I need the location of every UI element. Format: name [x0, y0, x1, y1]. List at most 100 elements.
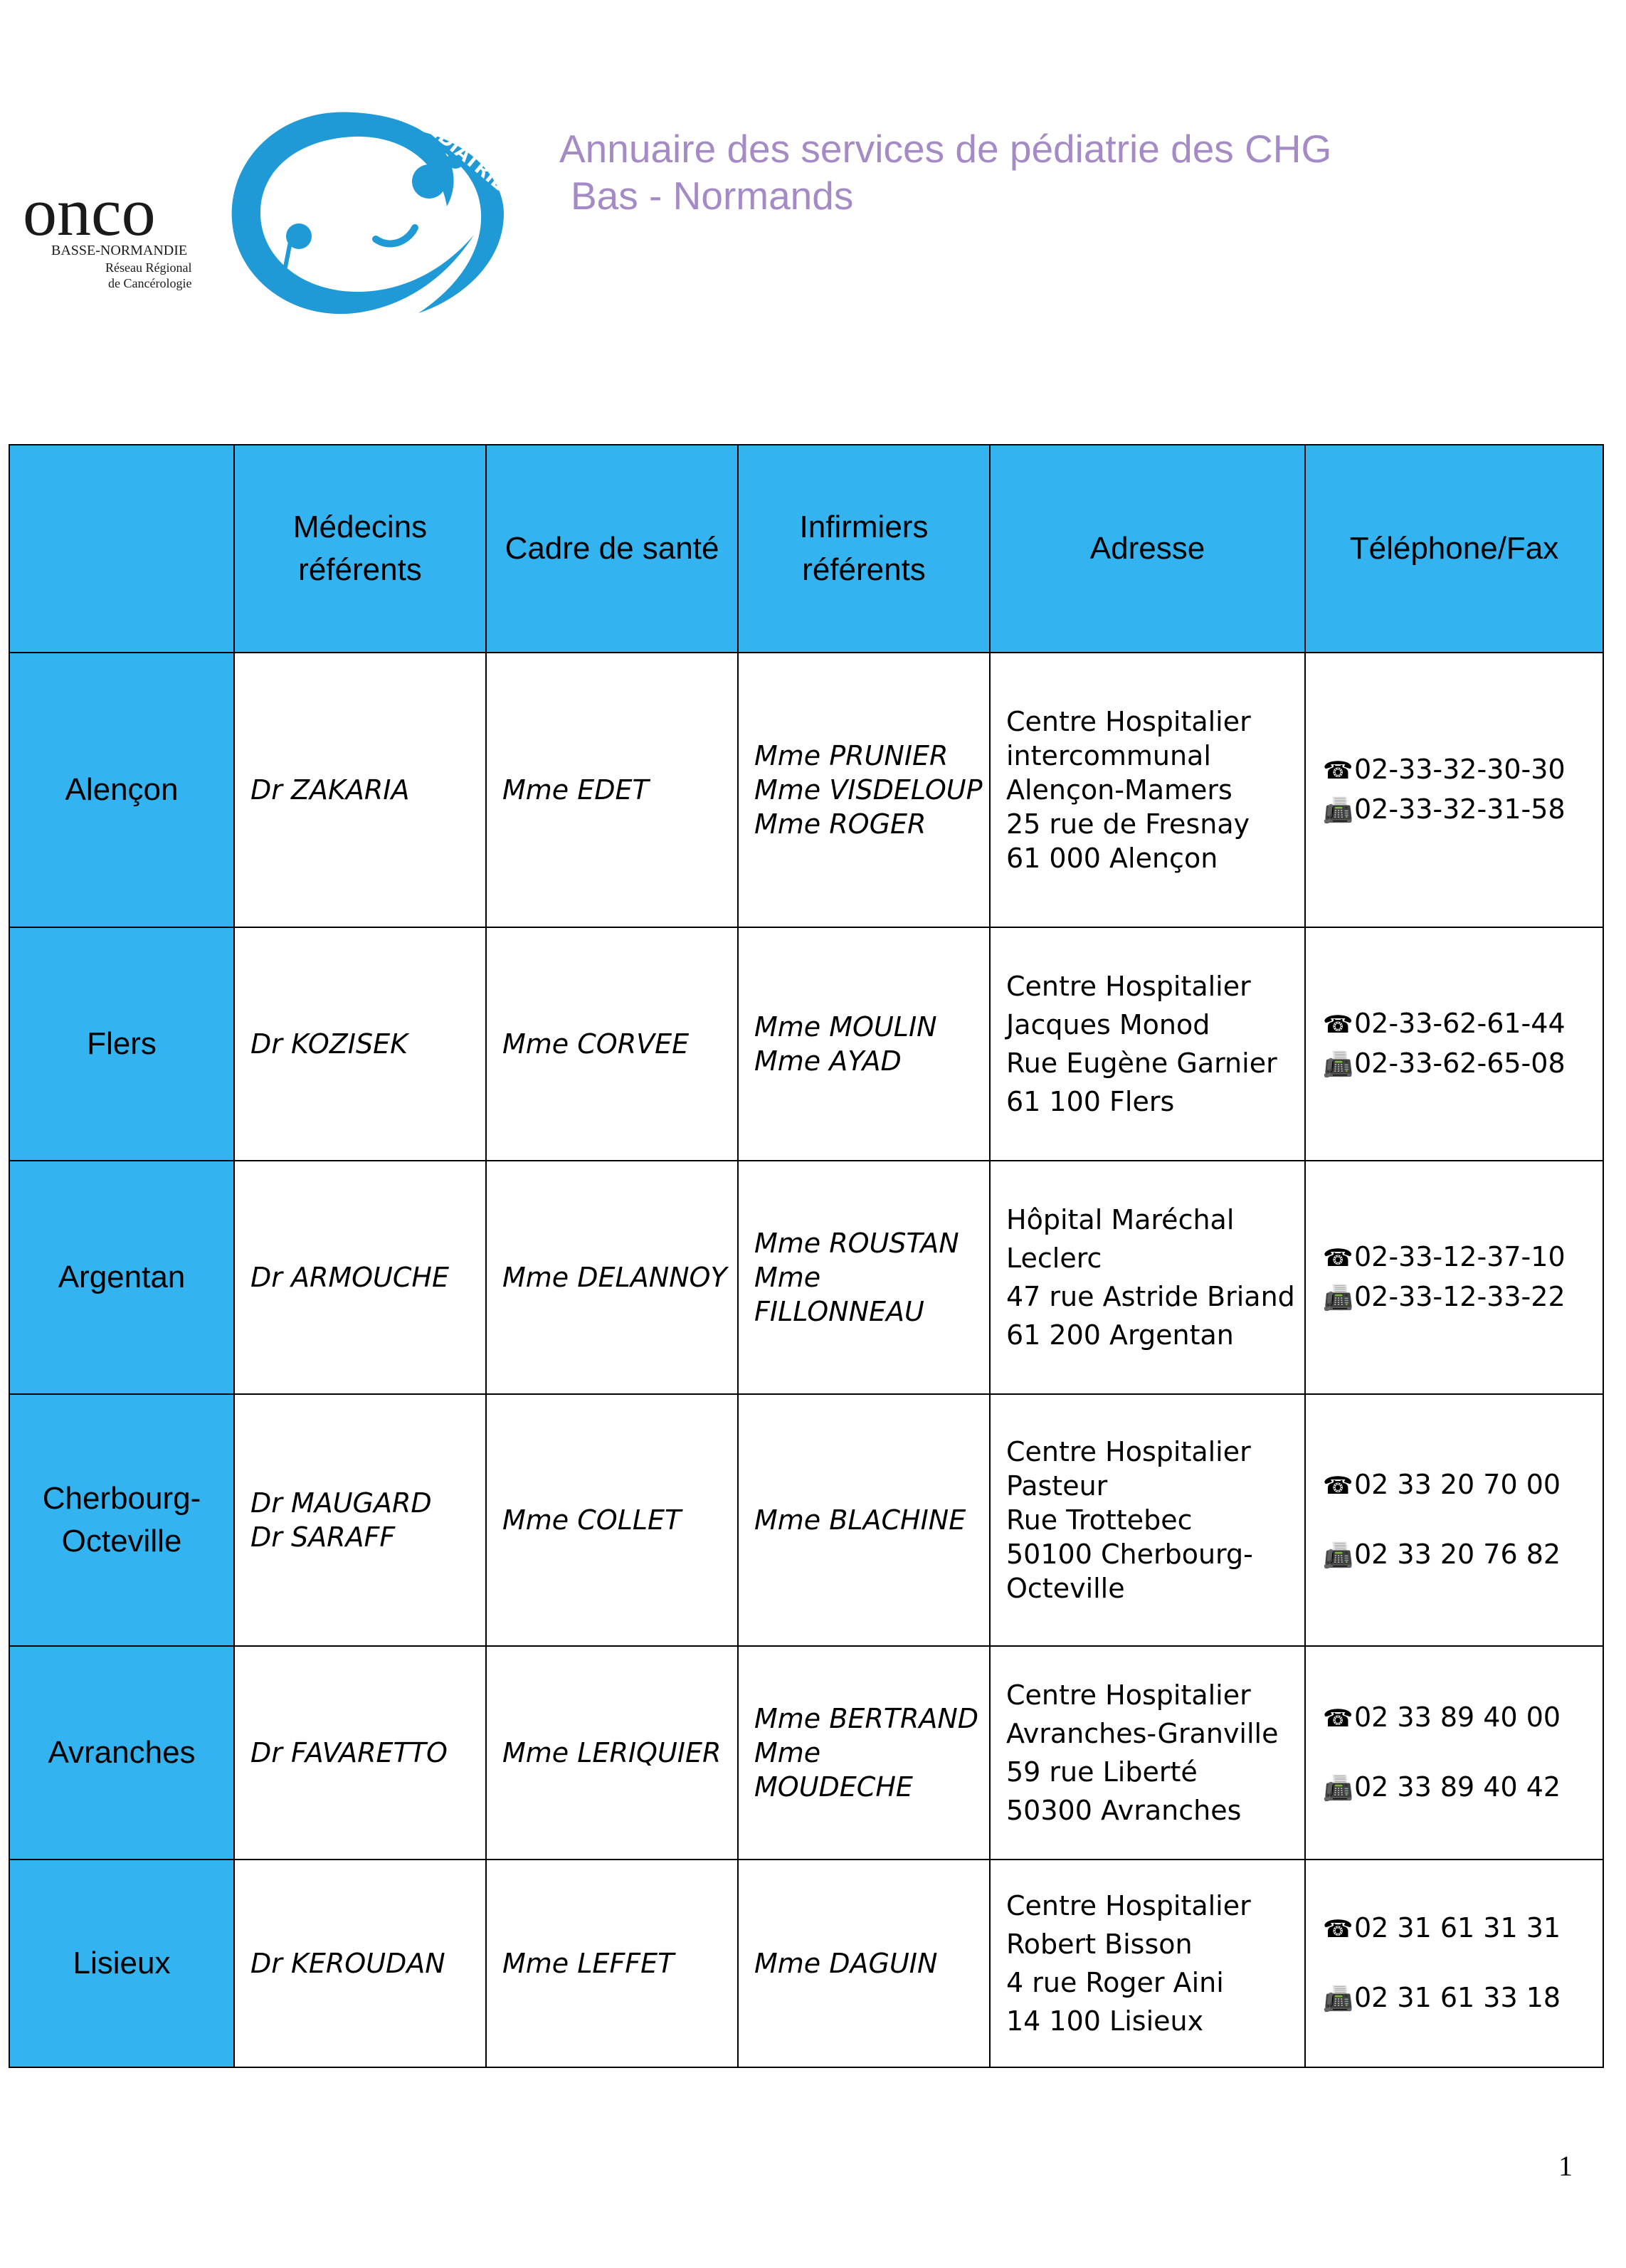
city-cell: Alençon — [9, 652, 235, 928]
directory-table: Médecins référents Cadre de santé Infirm… — [9, 444, 1604, 2068]
city-cell: Flers — [9, 927, 235, 1161]
fax-icon: 📠 — [1323, 1050, 1353, 1079]
address-line: 61 200 Argentan — [1006, 1319, 1234, 1351]
logo-region: BASSE-NORMANDIE — [51, 243, 187, 258]
address-line: Rue Trottebec — [1006, 1504, 1193, 1536]
fax-number: 02-33-32-31-58 — [1354, 793, 1566, 825]
address-line: Rue Eugène Garnier — [1006, 1048, 1277, 1079]
header-city — [9, 444, 235, 653]
header-cadre: Cadre de santé — [485, 444, 739, 653]
phone-line: ☎02-33-32-30-30 — [1323, 750, 1602, 790]
address-line: 59 rue Liberté — [1006, 1756, 1198, 1788]
doctors-cell: Dr ZAKARIA — [233, 652, 487, 928]
title-line-1: Annuaire des services de pédiatrie des C… — [559, 127, 1332, 171]
cadre-cell: Mme LEFFET — [485, 1859, 739, 2068]
fax-line: 📠02 33 89 40 42 — [1323, 1753, 1602, 1823]
address-line: intercommunal — [1006, 740, 1211, 771]
city-cell: Lisieux — [9, 1859, 235, 2068]
city-cell: Avranches — [9, 1645, 235, 1860]
nurses-cell: Mme ROUSTAN Mme FILLONNEAU — [737, 1160, 991, 1395]
page-title: Annuaire des services de pédiatrie des C… — [559, 125, 1331, 219]
fax-line: 📠02-33-62-65-08 — [1323, 1044, 1602, 1084]
pediatrie-emblem-icon — [231, 112, 504, 315]
city-cell: Argentan — [9, 1160, 235, 1395]
fax-number: 02-33-62-65-08 — [1354, 1048, 1566, 1079]
phone-number: 02 33 89 40 00 — [1354, 1702, 1561, 1733]
phone-icon: ☎ — [1323, 1915, 1353, 1943]
table-header-row: Médecins référents Cadre de santé Infirm… — [9, 444, 1604, 653]
header-phone-fax: Téléphone/Fax — [1304, 444, 1604, 653]
title-line-2: Bas - Normands — [571, 174, 854, 218]
phone-fax-cell: ☎02 31 61 31 31 📠02 31 61 33 18 — [1304, 1859, 1604, 2068]
doctors-cell: Dr FAVARETTO — [233, 1645, 487, 1860]
address-line: Hôpital Maréchal — [1006, 1204, 1235, 1235]
fax-number: 02 31 61 33 18 — [1354, 1982, 1561, 2013]
phone-number: 02-33-62-61-44 — [1354, 1008, 1566, 1039]
phone-number: 02 31 61 31 31 — [1354, 1912, 1561, 1943]
address-line: 50300 Avranches — [1006, 1795, 1242, 1826]
phone-icon: ☎ — [1323, 1244, 1353, 1272]
phone-icon: ☎ — [1323, 756, 1353, 785]
phone-fax-cell: ☎02 33 20 70 00📠02 33 20 76 82 — [1304, 1393, 1604, 1647]
nurses-cell: Mme PRUNIER Mme VISDELOUP Mme ROGER — [737, 652, 991, 928]
doctors-cell: Dr KEROUDAN — [233, 1859, 487, 2068]
phone-number: 02-33-32-30-30 — [1354, 754, 1566, 785]
fax-line: 📠02-33-12-33-22 — [1323, 1277, 1602, 1317]
phone-line: ☎02 33 20 70 00 — [1323, 1450, 1602, 1520]
fax-number: 02 33 20 76 82 — [1354, 1539, 1561, 1570]
fax-icon: 📠 — [1323, 1774, 1353, 1803]
nurses-cell: Mme BLACHINE — [737, 1393, 991, 1647]
doctors-cell: Dr MAUGARD Dr SARAFF — [233, 1393, 487, 1647]
logo-network-line1: Réseau Régional — [105, 260, 191, 275]
address-line: Jacques Monod — [1006, 1009, 1210, 1040]
address-line: 47 rue Astride Briand — [1006, 1281, 1295, 1312]
phone-fax-cell: ☎02-33-32-30-30📠02-33-32-31-58 — [1304, 652, 1604, 928]
address-line: Centre Hospitalier — [1006, 1436, 1251, 1467]
fax-icon: 📠 — [1323, 796, 1353, 825]
phone-fax-cell: ☎02 33 89 40 00📠02 33 89 40 42 — [1304, 1645, 1604, 1860]
phone-fax-cell: ☎02-33-62-61-44📠02-33-62-65-08 — [1304, 927, 1604, 1161]
address-line: Pasteur — [1006, 1470, 1108, 1502]
phone-icon: ☎ — [1323, 1704, 1353, 1733]
phone-icon: ☎ — [1323, 1011, 1353, 1039]
phone-line: ☎02-33-12-37-10 — [1323, 1238, 1602, 1277]
fax-icon: 📠 — [1323, 1985, 1353, 2013]
phone-number: 02 33 20 70 00 — [1354, 1469, 1561, 1500]
address-line: 61 100 Flers — [1006, 1086, 1175, 1117]
phone-line: ☎02 33 89 40 00 — [1323, 1683, 1602, 1753]
nurses-cell: Mme BERTRAND Mme MOUDECHE — [737, 1645, 991, 1860]
address-line: Octeville — [1006, 1573, 1125, 1604]
fax-line: 📠02 33 20 76 82 — [1323, 1520, 1602, 1590]
cadre-cell: Mme CORVEE — [485, 927, 739, 1161]
fax-number: 02-33-12-33-22 — [1354, 1281, 1566, 1312]
address-line: Centre Hospitalier — [1006, 706, 1251, 737]
address-line: 61 000 Alençon — [1006, 843, 1218, 874]
cadre-cell: Mme LERIQUIER — [485, 1645, 739, 1860]
address-line: Alençon-Mamers — [1006, 774, 1232, 806]
cadre-cell: Mme EDET — [485, 652, 739, 928]
logo-brand: onco — [23, 174, 156, 250]
phone-line: ☎02 31 61 31 31 — [1323, 1894, 1602, 1963]
address-line: Leclerc — [1006, 1243, 1102, 1274]
header-nurses: Infirmiers référents — [737, 444, 991, 653]
logo-network-line2: de Cancérologie — [108, 276, 191, 290]
fax-line: 📠02-33-32-31-58 — [1323, 790, 1602, 830]
address-line: Avranches-Granville — [1006, 1718, 1279, 1749]
address-line: Robert Bisson — [1006, 1929, 1193, 1960]
address-line: 14 100 Lisieux — [1006, 2005, 1204, 2037]
address-line: Centre Hospitalier — [1006, 971, 1251, 1002]
cadre-cell: Mme DELANNOY — [485, 1160, 739, 1395]
doctors-cell: Dr KOZISEK — [233, 927, 487, 1161]
city-cell: Cherbourg- Octeville — [9, 1393, 235, 1647]
fax-icon: 📠 — [1323, 1284, 1353, 1312]
